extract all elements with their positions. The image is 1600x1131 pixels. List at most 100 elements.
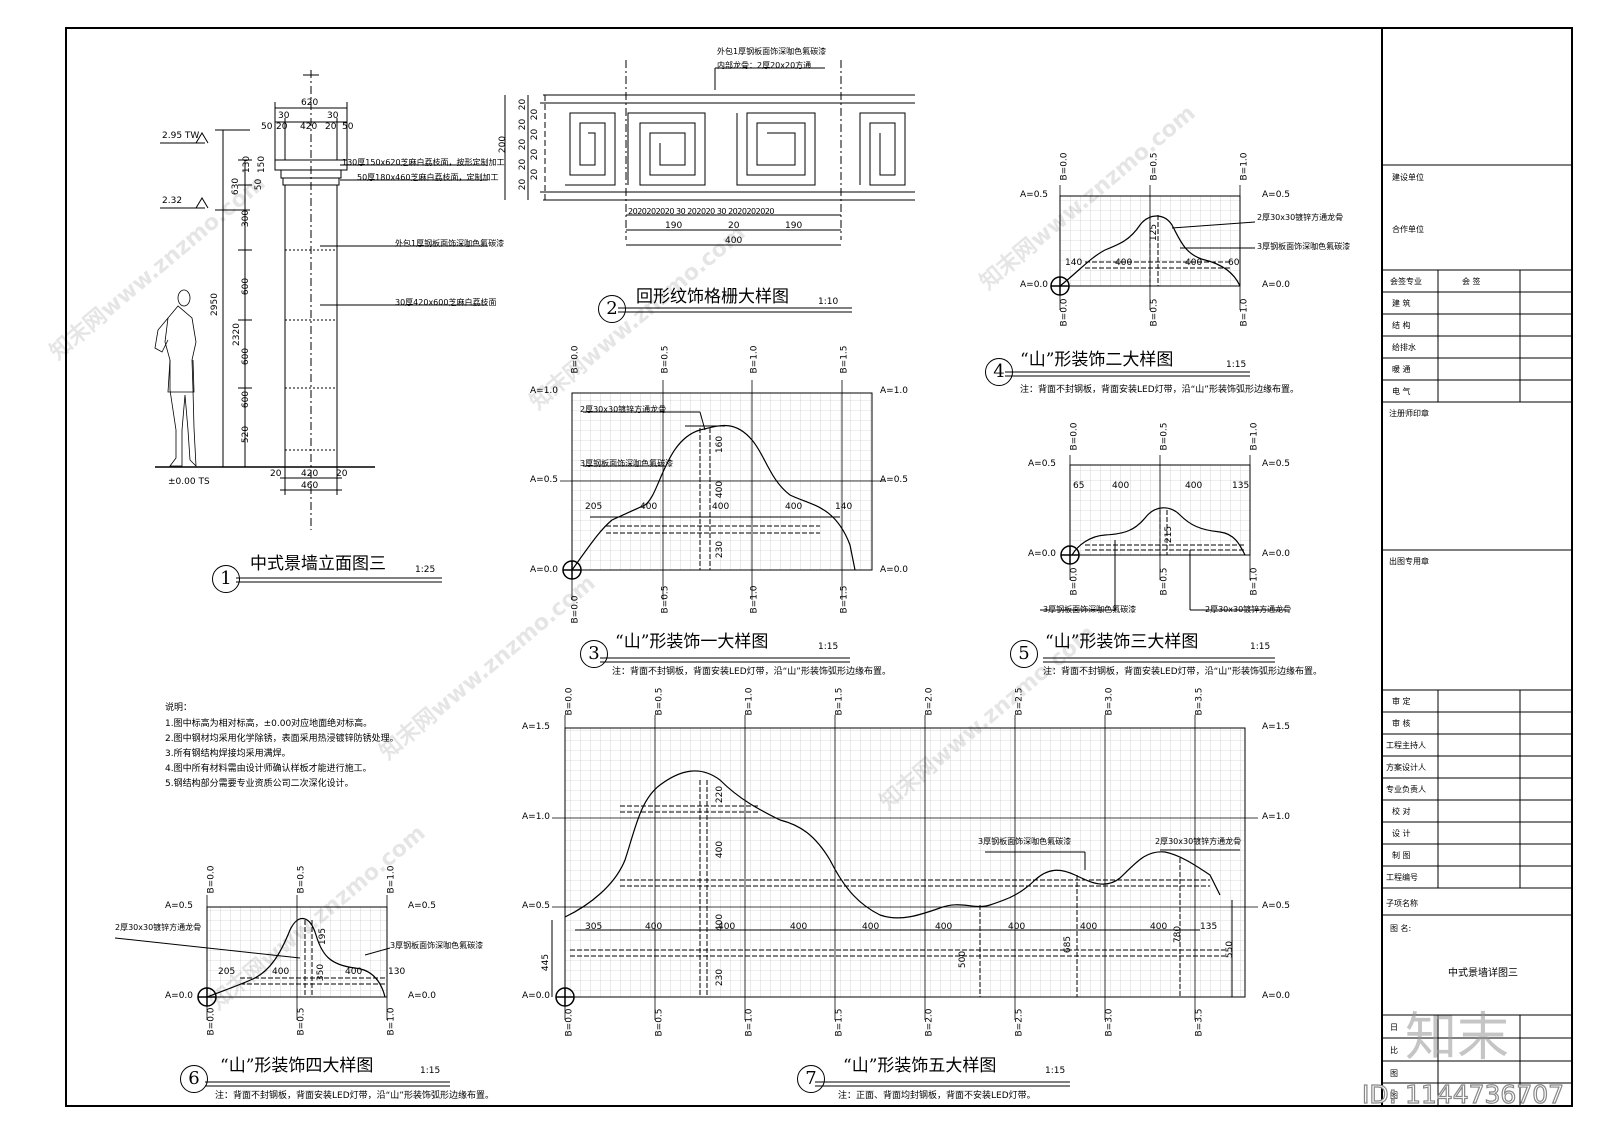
note-4: 注：背面不封钢板，背面安装LED灯带，沿“山”形装饰弧形边缘布置。 — [1020, 385, 1299, 395]
dim-label: 130 — [388, 967, 406, 977]
dim-label: 780 — [1173, 925, 1184, 944]
axis-label: A=0.5 — [1262, 459, 1291, 469]
material-label: 2厚30x30镀锌方通龙骨 — [1205, 605, 1292, 614]
dim-label: 195 — [318, 927, 329, 946]
dim-label: 350 — [316, 963, 327, 982]
dim-label: 230 — [715, 540, 726, 559]
axis-label: A=0.0 — [530, 565, 559, 575]
axis-label: B=1.0 — [386, 1007, 397, 1036]
axis-label: B=0.0 — [570, 595, 581, 624]
person-figure — [154, 289, 197, 468]
explain-line: 4.图中所有材料需由设计师确认样板才能进行施工。 — [165, 764, 372, 774]
dim-label: 50 — [261, 122, 273, 132]
tb-subitem: 子项名称 — [1386, 899, 1418, 908]
dim-label: 400 — [935, 922, 953, 932]
axis-label: B=0.0 — [1069, 567, 1080, 596]
dim-label: 400 — [790, 922, 808, 932]
axis-label: A=0.5 — [522, 901, 551, 911]
material-label: 内部龙骨：2厚20x20方通 — [717, 61, 812, 70]
level-label: 2.32 — [162, 196, 183, 206]
axis-label: B=1.0 — [1249, 422, 1260, 451]
title-4-scale: 1:15 — [1226, 360, 1247, 370]
axis-label: A=0.0 — [408, 991, 437, 1001]
axis-label: B=3.5 — [1194, 687, 1205, 716]
dim-label: 65 — [1073, 481, 1085, 491]
axis-label: A=0.5 — [1020, 190, 1049, 200]
material-label: 外包1厚钢板面饰深咖色氟碳漆 — [395, 239, 505, 248]
axis-label: B=0.0 — [1069, 422, 1080, 451]
material-label: 3厚钢板面饰深咖色氟碳漆 — [1043, 605, 1137, 614]
explain-line: 5.钢结构部分需要专业资质公司二次深化设计。 — [165, 779, 354, 789]
tb-seal: 注册师印章 — [1389, 409, 1429, 418]
axis-label: B=1.0 — [749, 585, 760, 614]
axis-label: A=0.0 — [1020, 280, 1049, 290]
axis-label: A=0.5 — [408, 901, 437, 911]
axis-label: B=0.5 — [654, 687, 665, 716]
title-number-3: 3 — [580, 640, 608, 668]
dim-label: 215 — [1164, 525, 1175, 544]
material-label: 50厚180x460芝麻白荔枝面，定制加工 — [357, 173, 499, 182]
explain-line: 3.所有钢结构焊接均采用满焊。 — [165, 749, 291, 759]
detail-7 — [551, 715, 1258, 1020]
tb-cosign-major: 会签专业 — [1390, 277, 1422, 286]
dim-label: 400 — [715, 480, 726, 499]
titleblock-lines — [1382, 164, 1572, 1106]
dim-label: 20 — [530, 148, 541, 161]
axis-label: A=0.0 — [1262, 991, 1291, 1001]
dim-label: 600 — [241, 390, 252, 409]
axis-label: B=2.5 — [1014, 687, 1025, 716]
title-number-5: 5 — [1010, 640, 1038, 668]
tb-hvac: 暖 通 — [1392, 365, 1411, 374]
axis-label: B=0.0 — [564, 1008, 575, 1037]
dim-label: 60 — [1228, 258, 1240, 268]
material-label: 2厚30x30镀锌方通龙骨 — [1257, 213, 1344, 222]
detail-6 — [114, 895, 391, 1020]
explain-title: 说明： — [165, 703, 193, 713]
dim-label: 400 — [712, 502, 730, 512]
dim-label: 30 — [327, 111, 339, 121]
dim-label: 20 — [518, 158, 529, 171]
level-label: 2.95 TW — [162, 131, 200, 141]
brand-logo: 知末 — [1405, 1008, 1510, 1068]
tb-scale: 比 — [1390, 1046, 1398, 1055]
dim-label: 20 — [530, 108, 541, 121]
axis-label: B=3.0 — [1104, 1008, 1115, 1037]
dim-label: 20 — [530, 168, 541, 181]
material-label: 30厚420x600芝麻白荔枝面 — [395, 298, 497, 307]
tb-project-no: 工程编号 — [1386, 873, 1418, 882]
dim-label: 305 — [585, 922, 603, 932]
title-3: “山”形装饰一大样图 — [615, 632, 769, 652]
dim-label: 300 — [241, 209, 252, 228]
material-label: 2厚30x30镀锌方通龙骨 — [580, 405, 667, 414]
dim-label: 2950 — [209, 293, 220, 316]
dim-label: 135 — [1200, 922, 1218, 932]
title-underlines — [205, 307, 1275, 1087]
tb-host: 工程主持人 — [1386, 741, 1426, 750]
dim-label: 400 — [1185, 481, 1203, 491]
title-6-scale: 1:15 — [420, 1066, 441, 1076]
material-label: 130厚150x620芝麻白荔枝面，按形定制加工 — [342, 158, 505, 167]
dim-label: 420 — [301, 469, 319, 479]
note-7: 注：正面、背面均封钢板，背面不安装LED灯带。 — [838, 1091, 1036, 1101]
axis-label: B=2.5 — [1014, 1008, 1025, 1037]
dim-label: 550 — [1225, 940, 1236, 959]
tb-stamp: 出图专用章 — [1389, 557, 1429, 566]
axis-label: B=0.5 — [660, 585, 671, 614]
title-2-scale: 1:10 — [818, 297, 839, 307]
dim-label: 125 — [1149, 223, 1160, 242]
dim-label: 630 — [231, 177, 242, 196]
title-number-1: 1 — [212, 565, 240, 593]
title-7: “山”形装饰五大样图 — [843, 1056, 997, 1076]
detail-5 — [1040, 455, 1285, 611]
dim-label: 205 — [585, 502, 603, 512]
axis-label: B=0.0 — [1059, 298, 1070, 327]
axis-label: B=1.5 — [839, 585, 850, 614]
tb-designer: 方案设计人 — [1386, 763, 1426, 772]
axis-label: B=1.5 — [839, 345, 850, 374]
dim-label: 20 — [728, 221, 740, 231]
material-label: 3厚钢板面饰深咖色氟碳漆 — [1257, 242, 1351, 251]
level-label: ±0.00 TS — [168, 477, 210, 487]
material-label: 3厚钢板面饰深咖色氟碳漆 — [580, 459, 674, 468]
axis-label: A=0.5 — [880, 475, 909, 485]
